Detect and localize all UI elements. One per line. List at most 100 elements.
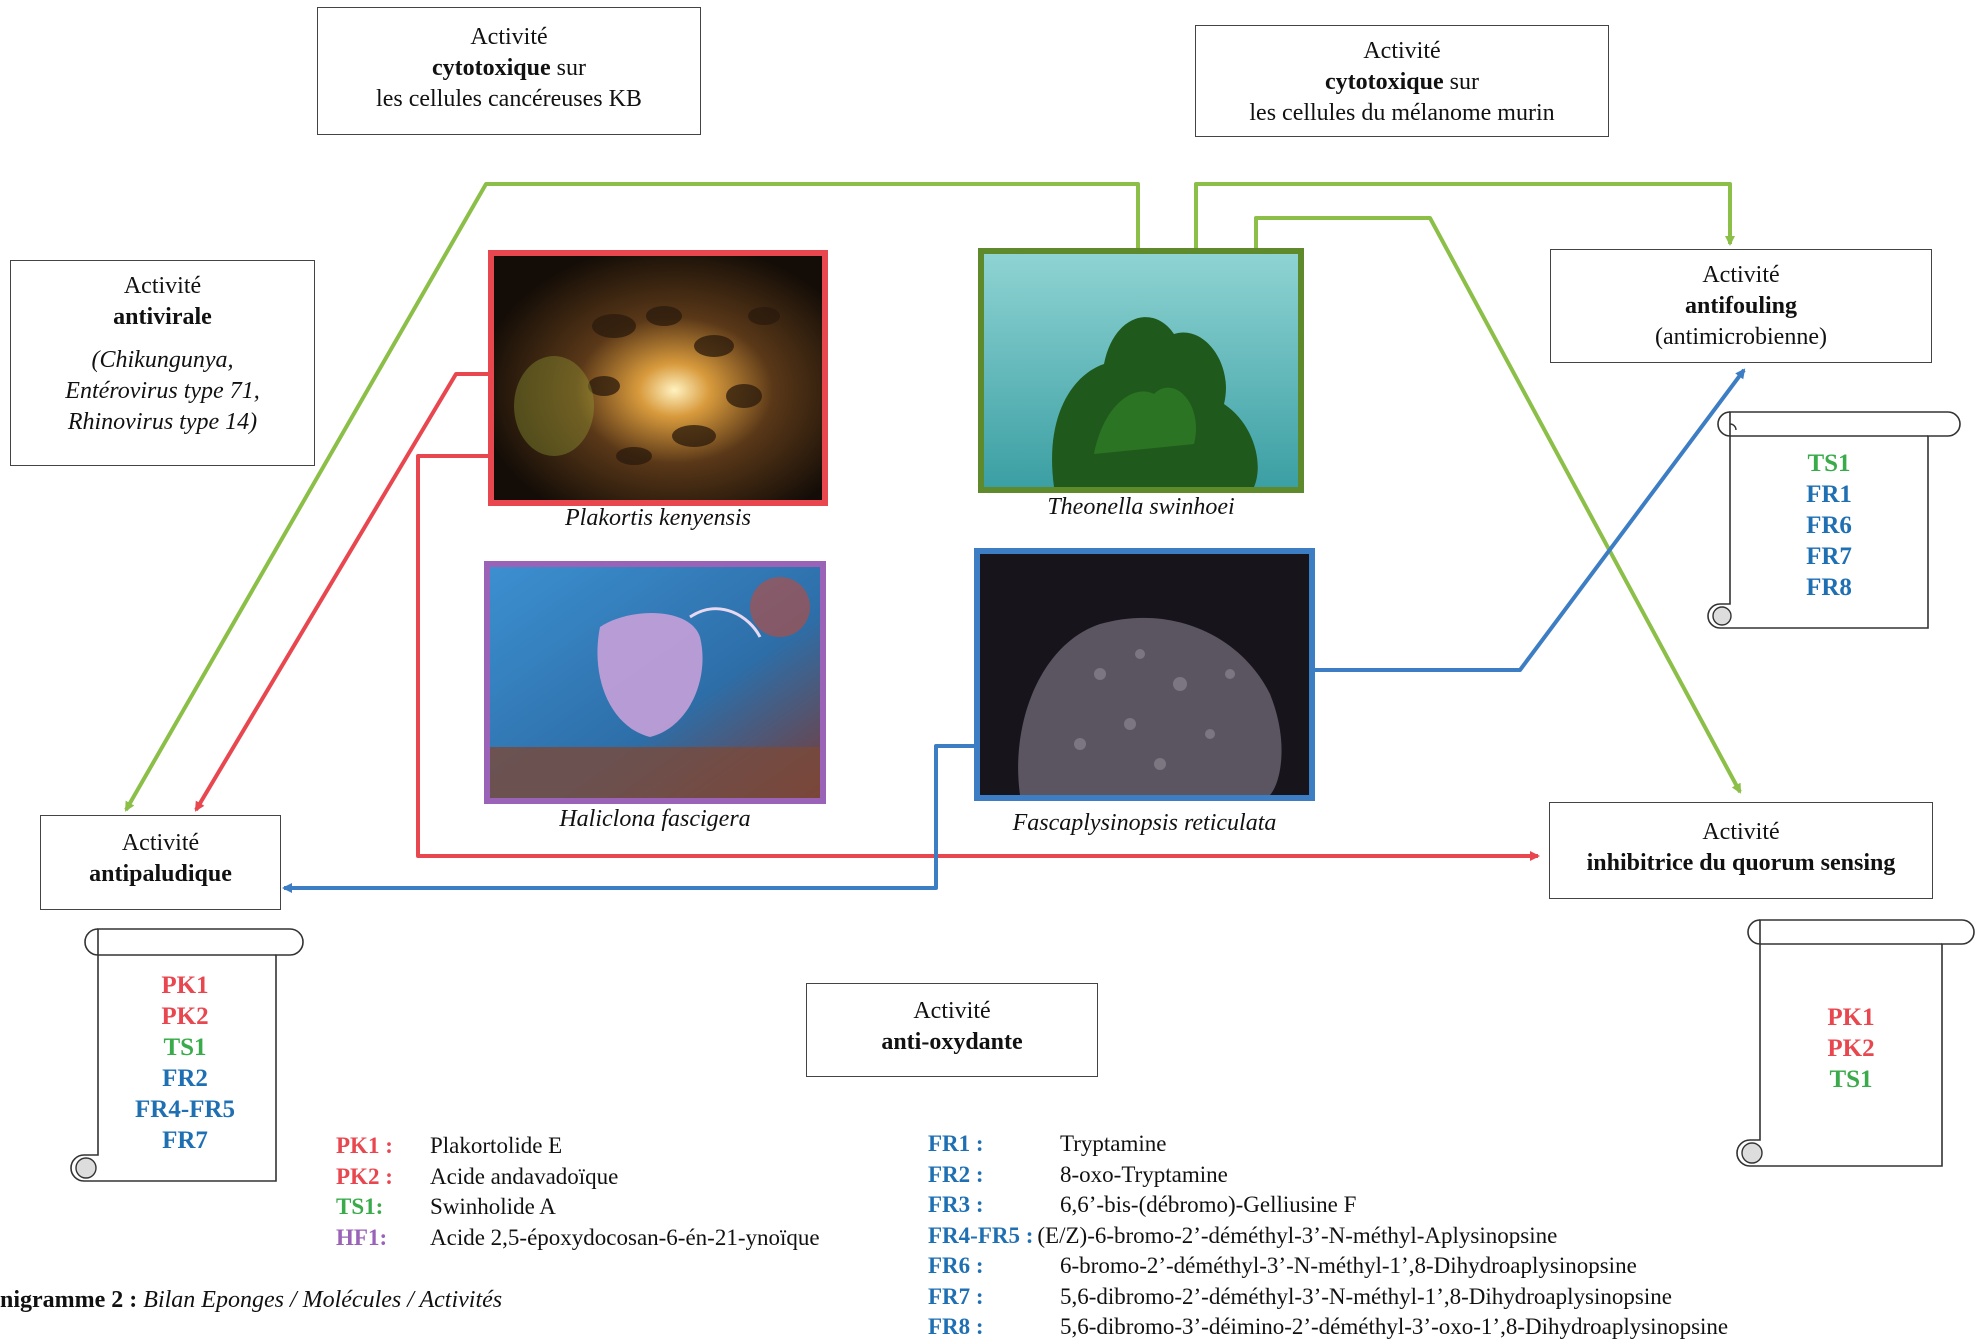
box-cytotoxic-melanome-sur: sur <box>1443 69 1479 95</box>
arrow-fascaplysinopsis-antifouling <box>1314 368 1746 672</box>
legend-row: FR4-FR5 :(E/Z)-6-bromo-2’-déméthyl-3’-N-… <box>928 1221 1728 1252</box>
box-cytotoxic-kb-sur: sur <box>550 55 586 81</box>
box-antipaludique-bold: antipaludique <box>89 861 232 887</box>
caption-haliclona: Haliclona fascigera <box>559 806 751 832</box>
legend-compound-name: 5,6-dibromo-3’-déimino-2’-déméthyl-3’-ox… <box>1060 1314 1729 1339</box>
photo-theonella <box>978 248 1304 493</box>
scroll-item: FR7 <box>162 1127 208 1154</box>
legend-row: FR2 : 8-oxo-Tryptamine <box>928 1160 1728 1191</box>
legend-code: FR8 : <box>928 1314 984 1339</box>
legend-row: FR7 : 5,6-dibromo-2’-déméthyl-3’-N-méthyl… <box>928 1282 1728 1313</box>
box-antifouling-line3: (antimicrobienne) <box>1655 324 1827 350</box>
box-antioxydante-bold: anti-oxydante <box>881 1029 1023 1055</box>
legend-code: HF1: <box>336 1224 388 1250</box>
box-antivirale-virus1: (Chikungunya, <box>91 347 234 373</box>
box-cytotoxic-melanome-bold: cytotoxique <box>1325 69 1444 95</box>
photo-haliclona <box>484 561 826 804</box>
box-cytotoxic-kb-bold: cytotoxique <box>432 55 551 81</box>
arrow-theonella-antipaludique <box>124 182 1140 812</box>
legend-compound-name: Acide 2,5-époxydocosan-6-én-21-ynoïque <box>430 1224 820 1250</box>
theonella-image <box>984 254 1298 487</box>
legend-row: PK1 :Plakortolide E <box>336 1131 820 1162</box>
legend-code: FR4-FR5 : <box>928 1222 1034 1248</box>
scroll-item: TS1 <box>1829 1066 1873 1093</box>
fascaplysinopsis-image <box>980 554 1309 795</box>
scroll-item: PK2 <box>161 1003 209 1030</box>
legend-row: HF1: Acide 2,5-époxydocosan-6-én-21-ynoïq… <box>336 1223 820 1254</box>
legend-code: FR7 : <box>928 1283 984 1309</box>
scroll-item: FR4-FR5 <box>135 1096 235 1123</box>
legend-compound-name: Tryptamine <box>1060 1131 1167 1156</box>
plakortis-image <box>494 256 822 500</box>
box-antifouling-line1: Activité <box>1702 262 1780 288</box>
scroll-item: TS1 <box>1807 450 1851 477</box>
legend-code: FR3 : <box>928 1192 984 1217</box>
box-quorum-sensing-line1: Activité <box>1702 819 1780 845</box>
scroll-antipaludique <box>70 928 304 1182</box>
scroll-item: FR6 <box>1806 512 1852 539</box>
box-cytotoxic-kb: Activité cytotoxique sur les cellules ca… <box>317 7 701 135</box>
box-antivirale-virus2: Entérovirus type 71, <box>65 378 260 404</box>
arrow-theonella-antifouling <box>1194 182 1735 248</box>
box-antivirale-bold: antivirale <box>113 304 212 330</box>
legend-row: FR1 : Tryptamine <box>928 1129 1728 1160</box>
legend-code: PK1 : <box>336 1133 393 1158</box>
photo-fascaplysinopsis <box>974 548 1315 801</box>
legend-compound-name: 6-bromo-2’-déméthyl-3’-N-méthyl-1’,8-Dih… <box>1060 1253 1637 1278</box>
haliclona-image <box>490 567 820 798</box>
scroll-item: FR8 <box>1806 574 1852 601</box>
figure-caption-title: Bilan Eponges / Molécules / Activités <box>137 1287 503 1313</box>
box-cytotoxic-kb-line1: Activité <box>470 24 548 50</box>
scroll-item: FR2 <box>162 1065 208 1092</box>
box-antioxydante-line1: Activité <box>913 998 991 1024</box>
legend-code: FR2 : <box>928 1161 984 1187</box>
legend-compound-name: Acide andavadoïque <box>430 1163 619 1189</box>
arrow-theonella-quorum <box>1254 216 1742 794</box>
scroll-item: TS1 <box>163 1034 207 1061</box>
arrow-fascaplysinopsis-antipaludique <box>282 744 976 893</box>
legend-row: FR3 : 6,6’-bis-(débromo)-Gelliusine F <box>928 1190 1728 1221</box>
legend-code: TS1: <box>336 1194 384 1219</box>
box-antifouling-bold: antifouling <box>1684 293 1798 319</box>
legend-code: PK2 : <box>336 1163 393 1189</box>
scroll-item: FR7 <box>1806 543 1852 570</box>
box-antioxydante: Activité anti-oxydante <box>806 983 1098 1077</box>
legend-row: FR6 : 6-bromo-2’-déméthyl-3’-N-méthyl-1’,… <box>928 1251 1728 1282</box>
box-cytotoxic-melanome-line1: Activité <box>1363 38 1441 64</box>
legend-row: FR8 : 5,6-dibromo-3’-déimino-2’-déméthyl-… <box>928 1312 1728 1343</box>
box-cytotoxic-melanome: Activité cytotoxique sur les cellules du… <box>1195 25 1609 137</box>
figure-caption-label: nigramme 2 : <box>0 1287 138 1313</box>
scroll-item: FR1 <box>1806 481 1852 508</box>
legend-compound-name: 5,6-dibromo-2’-déméthyl-3’-N-méthyl-1’,8… <box>1060 1283 1672 1309</box>
scroll-item: PK2 <box>1827 1035 1875 1062</box>
legend-compound-name: (E/Z)-6-bromo-2’-déméthyl-3’-N-méthyl-Ap… <box>1037 1222 1558 1248</box>
box-quorum-sensing: Activité inhibitrice du quorum sensing <box>1549 802 1933 899</box>
legend-compound-name: 6,6’-bis-(débromo)-Gelliusine F <box>1060 1192 1357 1217</box>
box-antifouling: Activité antifouling (antimicrobienne) <box>1550 249 1932 363</box>
scroll-item: PK1 <box>1827 1004 1875 1031</box>
box-antivirale-line1: Activité <box>123 273 202 299</box>
box-cytotoxic-kb-line3: les cellules cancéreuses KB <box>376 86 642 112</box>
legend-row: TS1: Swinholide A <box>336 1192 820 1223</box>
caption-plakortis: Plakortis kenyensis <box>565 505 751 531</box>
legend-compound-name: Swinholide A <box>430 1194 556 1219</box>
arrow-plakortis-quorum <box>416 454 1540 861</box>
caption-fascaplysinopsis: Fascaplysinopsis reticulata <box>1012 810 1277 836</box>
legend-code: FR1 : <box>928 1131 984 1156</box>
box-antivirale: Activité antivirale (Chikungunya, Entéro… <box>10 260 315 466</box>
scroll-item: PK1 <box>161 972 209 999</box>
scroll-quorum <box>1736 919 1975 1167</box>
legend-code: FR6 : <box>928 1253 984 1278</box>
legend-compound-name: 8-oxo-Tryptamine <box>1060 1161 1228 1187</box>
box-antipaludique-line1: Activité <box>121 830 200 856</box>
box-antipaludique: Activité antipaludique <box>40 815 281 910</box>
caption-theonella: Theonella swinhoei <box>1047 494 1235 520</box>
arrow-plakortis-antipaludique <box>194 372 488 812</box>
box-cytotoxic-melanome-line3: les cellules du mélanome murin <box>1249 100 1555 126</box>
box-antivirale-virus3: Rhinovirus type 14) <box>67 409 258 435</box>
scroll-antifouling <box>1707 411 1961 629</box>
